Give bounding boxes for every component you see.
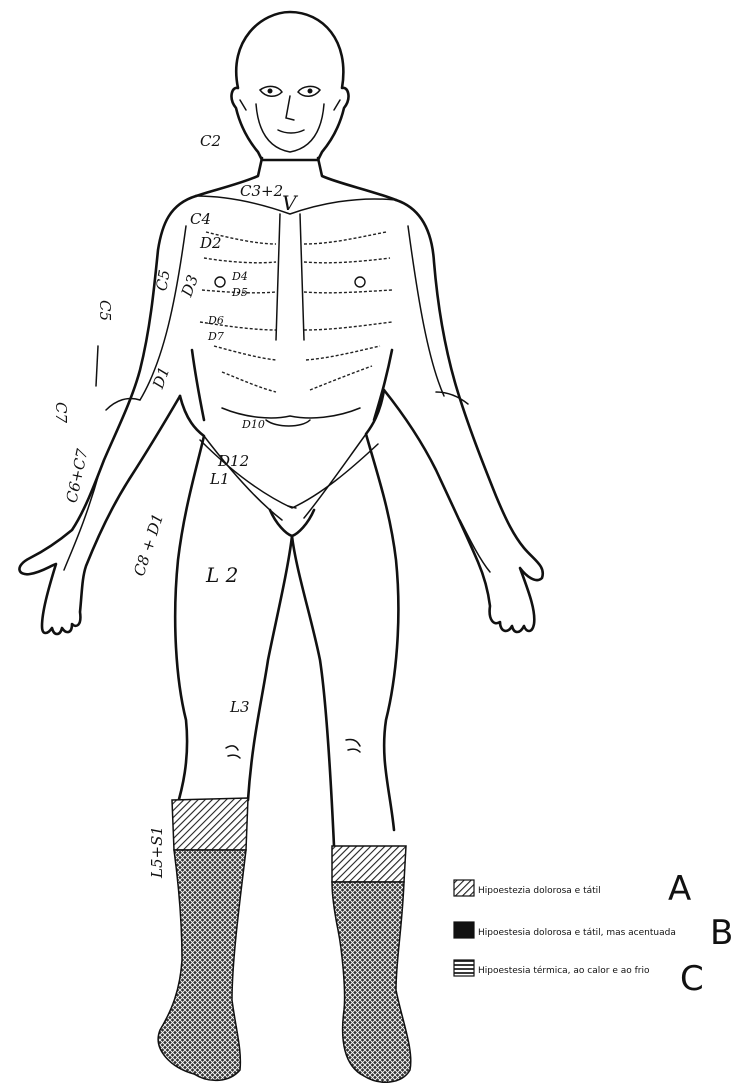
- legend-item-a: Hipoestezia dolorosa e tátil A: [454, 869, 691, 909]
- swatch-b: [454, 922, 474, 938]
- label-l1: L1: [209, 470, 230, 488]
- zone-b-left-foot: [158, 850, 246, 1080]
- legend-text-c: Hipoestesia térmica, ao calor e ao frio: [478, 965, 650, 976]
- zone-b-right-foot: [332, 882, 411, 1082]
- label-c8d1: C8 + D1: [130, 511, 167, 578]
- legend-item-b: Hipoestesia dolorosa e tátil, mas acentu…: [454, 913, 733, 953]
- label-c6c7: C6+C7: [63, 447, 92, 505]
- legend-letter-b: B: [710, 913, 733, 953]
- legend-item-c: Hipoestesia térmica, ao calor e ao frio …: [454, 959, 704, 999]
- swatch-c: [454, 960, 474, 976]
- legend-letter-c: C: [680, 959, 704, 999]
- legend-text-b: Hipoestesia dolorosa e tátil, mas acentu…: [478, 928, 676, 938]
- label-side-c7: C7: [52, 402, 70, 423]
- label-l3: L3: [229, 698, 250, 716]
- head: [232, 12, 349, 160]
- label-d7: D7: [207, 330, 224, 343]
- label-d12: D12: [217, 452, 249, 470]
- label-d10: D10: [241, 418, 265, 431]
- label-d4: D4: [231, 270, 248, 283]
- label-d5: D5: [231, 286, 248, 299]
- label-d1-arm: D1: [149, 364, 174, 391]
- label-c5-arm: C5: [152, 268, 173, 292]
- label-d3: D3: [177, 273, 202, 300]
- label-d2: D2: [199, 234, 222, 252]
- label-c3c2: C3+2: [240, 182, 283, 200]
- label-side-c5: C5: [96, 300, 114, 321]
- label-l2: L 2: [205, 563, 238, 587]
- legend: Hipoestezia dolorosa e tátil A Hipoestes…: [454, 869, 733, 999]
- label-c2: C2: [200, 132, 221, 150]
- zone-a-left-shin: [172, 798, 248, 850]
- label-v: V: [282, 191, 299, 215]
- shaded-zones: [158, 798, 411, 1082]
- label-l5s1: L5+S1: [148, 826, 166, 879]
- side-dash: [96, 346, 98, 386]
- legend-text-a: Hipoestezia dolorosa e tátil: [478, 886, 601, 896]
- legend-letter-a: A: [668, 869, 691, 909]
- zone-a-right-shin: [332, 846, 406, 882]
- swatch-a: [454, 880, 474, 896]
- label-c4: C4: [190, 210, 211, 228]
- label-d6: D6: [207, 314, 224, 327]
